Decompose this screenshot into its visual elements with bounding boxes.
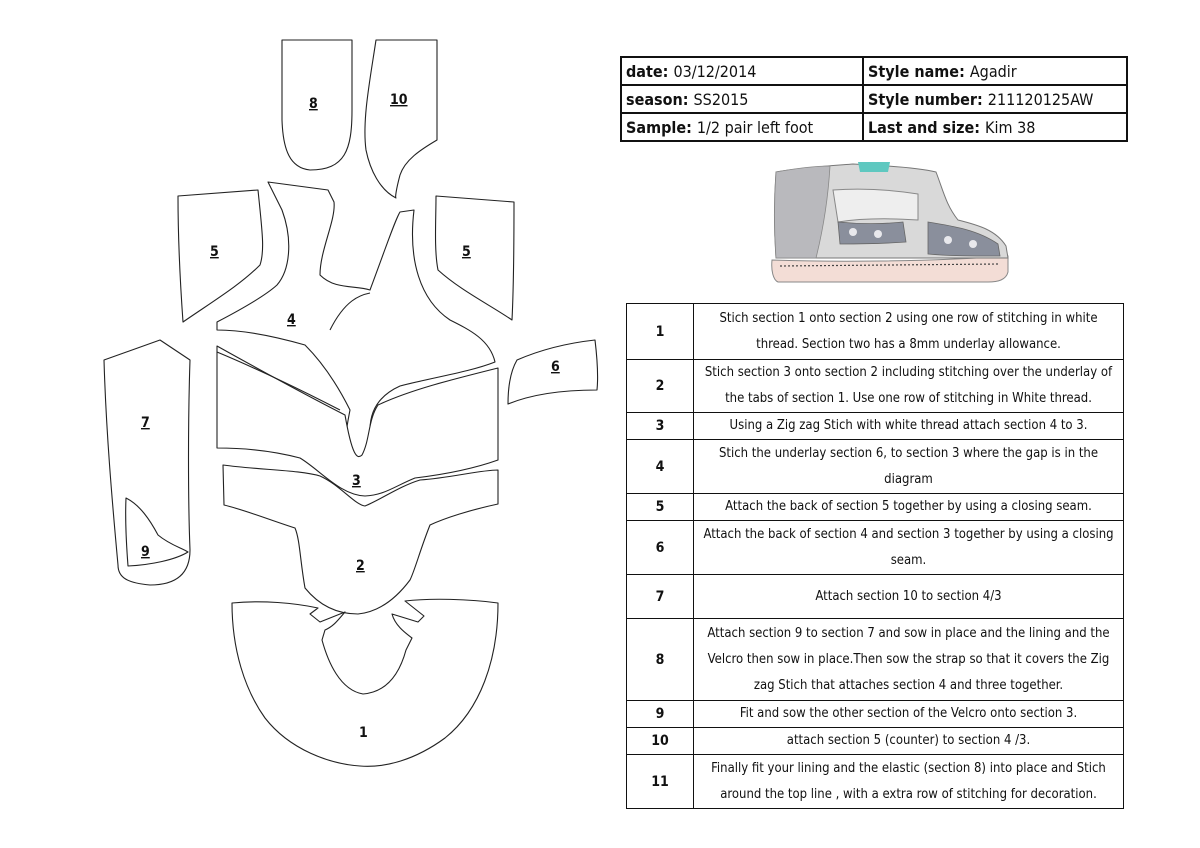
piece-label-6: 6 [551,359,560,375]
pattern-piece-10 [364,39,438,199]
shoe-illustration [771,162,1009,283]
step-number: 4 [626,439,694,494]
step-number: 10 [626,727,694,755]
spec-style-name: Style name: Agadir [862,56,1128,86]
step-text: Attach the back of section 5 together by… [693,493,1124,521]
step-number: 11 [626,754,694,809]
step-text: Attach section 10 to section 4/3 [693,574,1124,619]
piece-label-4: 4 [287,312,296,328]
spec-season: season: SS2015 [620,84,864,114]
piece-label-2: 2 [356,558,365,574]
piece-label-3: 3 [352,473,361,489]
step-number: 2 [626,359,694,413]
pattern-piece-9 [125,497,189,567]
pattern-piece-3-slot [216,351,341,411]
piece-label-5-right: 5 [462,244,471,260]
pattern-piece-4-inner [329,292,371,331]
step-text: Attach the back of section 4 and section… [693,520,1124,575]
pattern-piece-2 [222,464,499,615]
step-number: 6 [626,520,694,575]
step-number: 1 [626,303,694,360]
pattern-piece-4 [216,181,496,459]
spec-sample: Sample: 1/2 pair left foot [620,112,864,142]
spec-table: date: 03/12/2014 Style name: Agadir seas… [620,56,1128,142]
spec-date: date: 03/12/2014 [620,56,864,86]
pattern-piece-6 [507,339,599,405]
pattern-piece-1 [231,598,499,767]
step-text: Stich the underlay section 6, to section… [693,439,1124,494]
step-text: attach section 5 (counter) to section 4 … [693,727,1124,755]
piece-label-1: 1 [359,725,368,741]
piece-label-10: 10 [390,92,408,108]
step-text: Stich section 1 onto section 2 using one… [693,303,1124,360]
step-number: 9 [626,700,694,728]
step-number: 7 [626,574,694,619]
spec-last-size: Last and size: Kim 38 [862,112,1128,142]
step-number: 3 [626,412,694,440]
step-text: Finally fit your lining and the elastic … [693,754,1124,809]
piece-label-7: 7 [141,415,150,431]
step-text: Stich section 3 onto section 2 including… [693,359,1124,413]
pattern-piece-5-left [177,189,264,323]
pattern-pieces: 8 10 5 4 5 6 7 9 3 2 1 [103,39,599,767]
step-number: 8 [626,618,694,701]
step-text: Fit and sow the other section of the Vel… [693,700,1124,728]
spec-style-number: Style number: 211120125AW [862,84,1128,114]
piece-label-9: 9 [141,544,150,560]
piece-label-5-left: 5 [210,244,219,260]
pattern-piece-8 [281,39,353,171]
step-text: Using a Zig zag Stich with white thread … [693,412,1124,440]
step-number: 5 [626,493,694,521]
piece-label-8: 8 [309,96,318,112]
pattern-piece-5-right [434,195,515,321]
pattern-piece-3 [216,345,499,497]
step-text: Attach section 9 to section 7 and sow in… [693,618,1124,701]
